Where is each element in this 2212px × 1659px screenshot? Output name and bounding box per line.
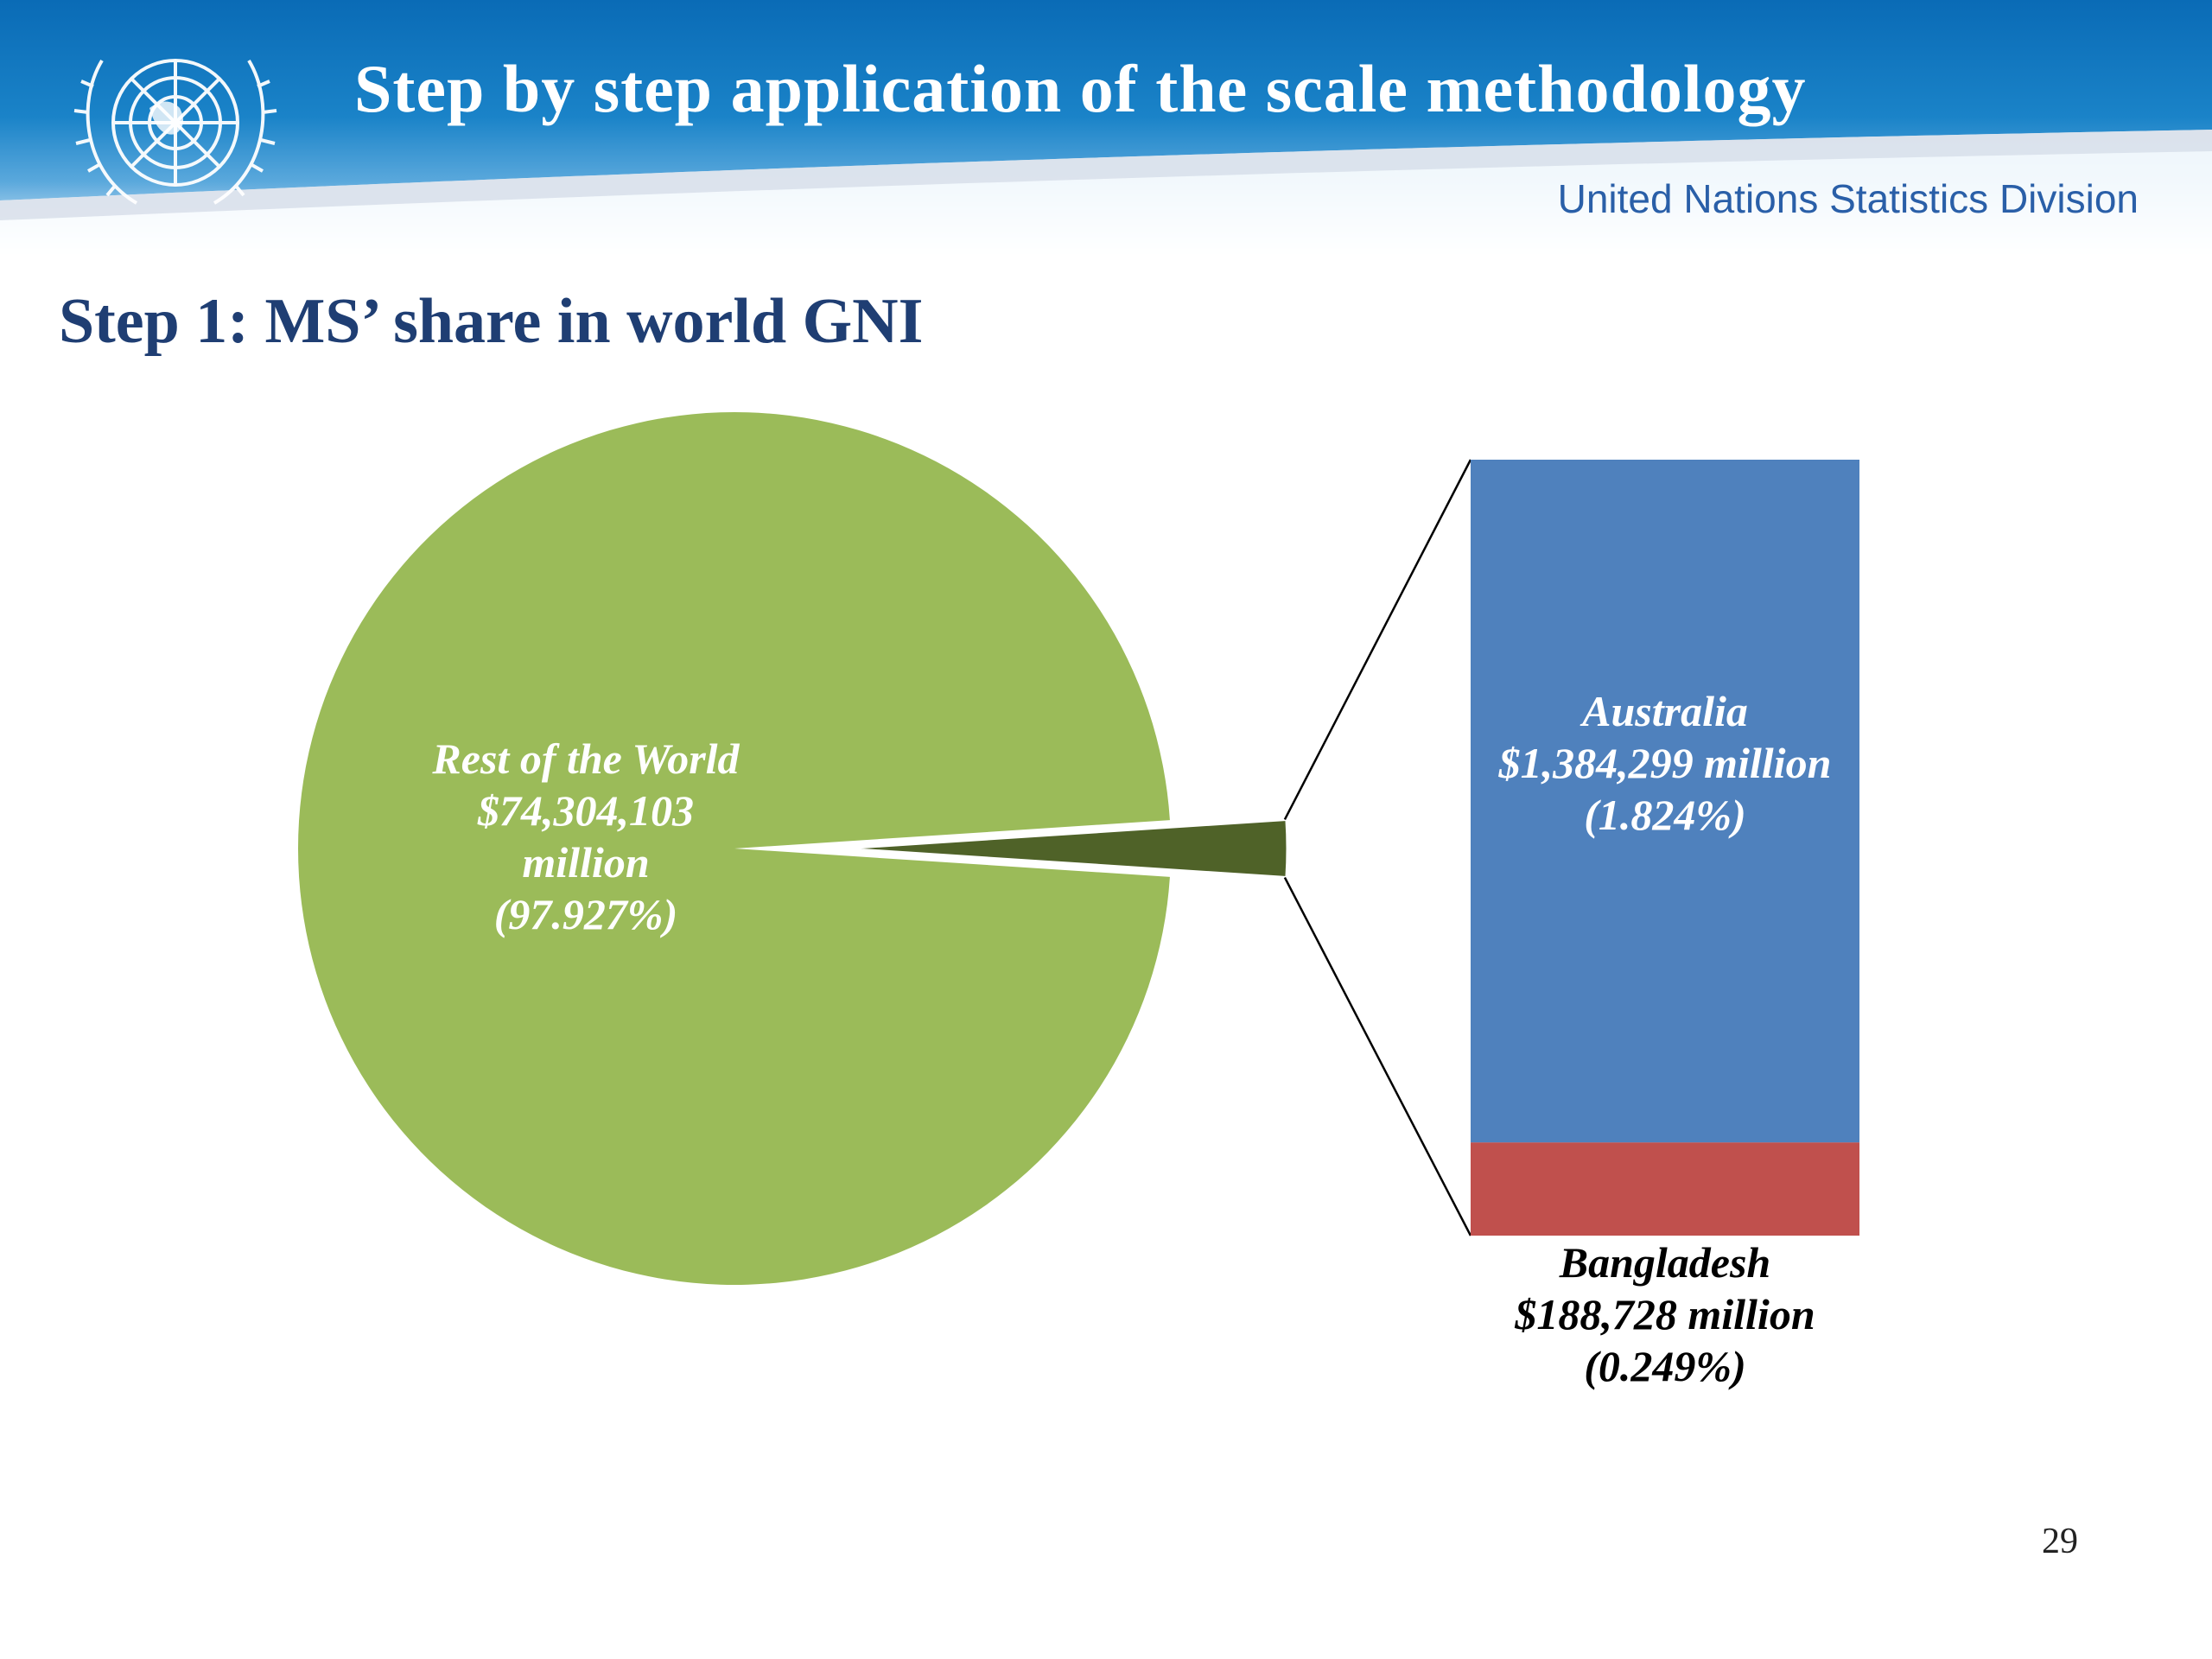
organization-name: United Nations Statistics Division: [1557, 176, 2139, 221]
breakout-bar: [1471, 460, 1859, 1236]
label-australia: Australia$1,384,299 million(1.824%): [1498, 687, 1832, 839]
bar-segment-australia: [1471, 460, 1859, 1143]
page-number: 29: [2042, 1522, 2078, 1561]
pie-slice-rest-of-world: [297, 412, 1170, 1285]
header-swoosh: [0, 130, 2212, 259]
pie-slice-other: [842, 817, 1289, 880]
connector-lines: [1283, 459, 1472, 1236]
step-heading: Step 1: MS’ share in world GNI: [59, 286, 924, 357]
un-emblem-icon: [73, 59, 277, 205]
label-bangladesh: Bangladesh$188,728 million(0.249%): [1514, 1238, 1815, 1390]
slide-title: Step by step application of the scale me…: [354, 51, 1807, 126]
slide-header: Step by step application of the scale me…: [0, 0, 2212, 259]
connector-line-top: [1283, 459, 1472, 821]
bar-segment-bangladesh: [1471, 1142, 1859, 1236]
pie-group: [297, 412, 1289, 1285]
connector-line-bottom: [1283, 876, 1472, 1236]
